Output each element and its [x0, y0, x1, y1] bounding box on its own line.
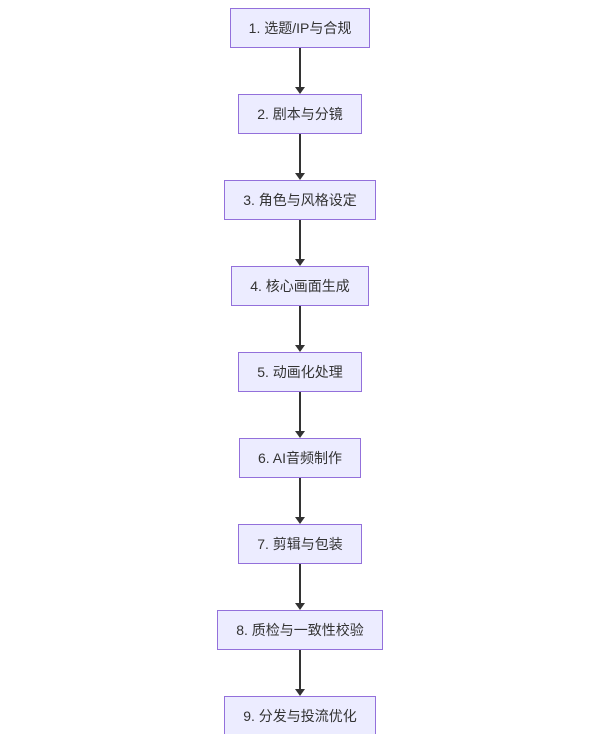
- flow-arrow-7-8: [293, 564, 307, 610]
- flow-node-4: 4. 核心画面生成: [231, 266, 369, 306]
- flow-arrow-4-5: [293, 306, 307, 352]
- arrow-shaft: [299, 478, 301, 517]
- flow-node-5: 5. 动画化处理: [238, 352, 362, 392]
- arrowhead-down-icon: [295, 689, 305, 696]
- flow-node-9-label: 9. 分发与投流优化: [243, 708, 357, 724]
- flow-node-9: 9. 分发与投流优化: [224, 696, 376, 734]
- arrowhead-down-icon: [295, 603, 305, 610]
- flow-node-8-label: 8. 质检与一致性校验: [236, 622, 364, 638]
- arrow-shaft: [299, 564, 301, 603]
- arrow-shaft: [299, 392, 301, 431]
- flow-node-2-label: 2. 剧本与分镜: [257, 106, 343, 122]
- flow-node-3: 3. 角色与风格设定: [224, 180, 376, 220]
- flow-node-6: 6. AI音频制作: [238, 438, 362, 478]
- arrowhead-down-icon: [295, 431, 305, 438]
- arrowhead-down-icon: [295, 173, 305, 180]
- arrow-shaft: [299, 48, 301, 87]
- flow-node-1: 1. 选题/IP与合规: [229, 8, 371, 48]
- flow-arrow-2-3: [293, 134, 307, 180]
- flow-node-6-label: 6. AI音频制作: [257, 450, 343, 466]
- arrow-shaft: [299, 306, 301, 345]
- arrow-shaft: [299, 134, 301, 173]
- flow-node-5-label: 5. 动画化处理: [257, 364, 343, 380]
- flow-node-8: 8. 质检与一致性校验: [217, 610, 383, 650]
- arrow-shaft: [299, 220, 301, 259]
- flow-arrow-3-4: [293, 220, 307, 266]
- flow-node-2: 2. 剧本与分镜: [238, 94, 362, 134]
- arrowhead-down-icon: [295, 517, 305, 524]
- arrowhead-down-icon: [295, 345, 305, 352]
- arrowhead-down-icon: [295, 259, 305, 266]
- arrow-shaft: [299, 650, 301, 689]
- flow-node-1-label: 1. 选题/IP与合规: [248, 20, 352, 36]
- flow-arrow-8-9: [293, 650, 307, 696]
- flow-arrow-5-6: [293, 392, 307, 438]
- flow-arrow-6-7: [293, 478, 307, 524]
- arrowhead-down-icon: [295, 87, 305, 94]
- flow-node-4-label: 4. 核心画面生成: [250, 278, 350, 294]
- flow-node-7: 7. 剪辑与包装: [238, 524, 362, 564]
- flow-node-3-label: 3. 角色与风格设定: [243, 192, 357, 208]
- flow-arrow-1-2: [293, 48, 307, 94]
- flow-node-7-label: 7. 剪辑与包装: [257, 536, 343, 552]
